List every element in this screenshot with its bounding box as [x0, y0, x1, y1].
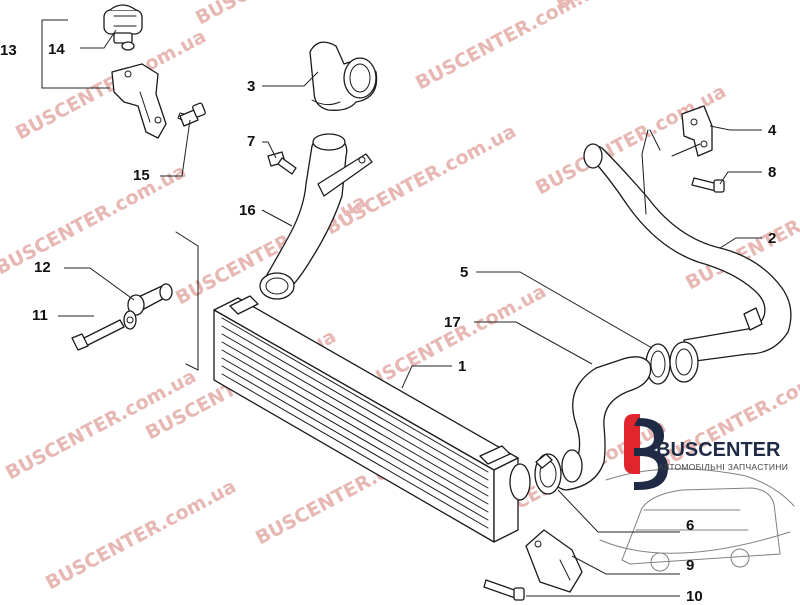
part-10-bolt — [483, 579, 525, 601]
part-12-sleeve — [127, 283, 173, 316]
callout-5: 5 — [460, 264, 468, 281]
part-16-pipe — [259, 133, 373, 300]
part-14-clip — [103, 4, 143, 51]
part-6-clamp — [534, 453, 562, 495]
brand-name: BUSCENTER — [656, 439, 781, 461]
callout-16: 16 — [239, 202, 256, 219]
part-3-elbow-hose — [309, 41, 378, 111]
part-11-bolt — [71, 310, 137, 351]
callout-2: 2 — [768, 230, 776, 247]
callout-17: 17 — [444, 314, 461, 331]
part-13-bracket — [111, 63, 167, 139]
part-1-intercooler — [213, 295, 531, 543]
callout-9: 9 — [686, 557, 694, 574]
callout-6: 6 — [686, 517, 694, 534]
part-2-pipe — [583, 129, 792, 363]
callout-3: 3 — [247, 78, 255, 95]
part-5-clamp — [645, 341, 699, 385]
callout-14: 14 — [48, 41, 65, 58]
callout-12: 12 — [34, 259, 51, 276]
callout-15: 15 — [133, 167, 150, 184]
callout-11: 11 — [32, 307, 48, 324]
part-4-bracket — [671, 105, 713, 157]
part-15-bolt — [177, 102, 206, 127]
watermark: BUSCENTER.com.ua — [42, 475, 240, 594]
buscenter-mark-icon — [624, 414, 668, 490]
callout-8: 8 — [768, 164, 776, 181]
part-17-hose — [551, 356, 652, 491]
watermark: BUSCENTER.com.ua — [412, 0, 610, 94]
callout-labels: 13 14 15 3 7 16 12 11 1 4 8 2 5 17 6 9 1… — [0, 41, 777, 605]
watermark: BUSCENTER.com.ua — [322, 120, 520, 239]
callout-10: 10 — [686, 588, 703, 605]
frame-line — [175, 231, 199, 371]
brand-tagline: АВТОМОБІЛЬНІ ЗАПЧАСТИНИ — [658, 462, 788, 472]
bus-sketch-icon — [599, 468, 795, 572]
callout-1: 1 — [458, 358, 466, 375]
part-9-plate — [525, 529, 583, 593]
leader-lines — [41, 19, 762, 597]
callout-13: 13 — [0, 42, 17, 59]
brand-logo: BUSCENTER АВТОМОБІЛЬНІ ЗАПЧАСТИНИ — [599, 414, 795, 572]
part-8-bolt — [691, 177, 725, 193]
part-7-bolt — [267, 151, 297, 175]
watermark: BUSCENTER.com.ua — [0, 160, 190, 279]
watermark: BUSCENTER.com.ua — [192, 0, 390, 29]
callout-7: 7 — [247, 133, 255, 150]
callout-4: 4 — [768, 122, 777, 139]
